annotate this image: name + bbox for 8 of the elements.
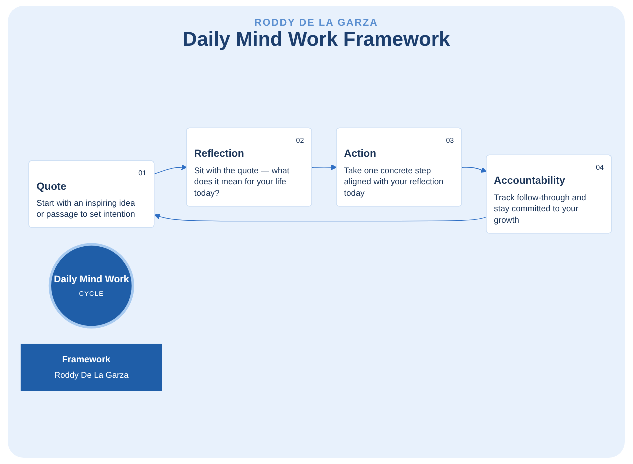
kicker-text: RODDY DE LA GARZA [254, 18, 378, 29]
diagram-title: Daily Mind Work Framework [182, 29, 450, 51]
node-circle [48, 242, 134, 328]
arrow [154, 164, 188, 174]
arrow [462, 166, 487, 172]
arrow [312, 164, 338, 170]
arrow [154, 213, 488, 222]
node-box [20, 344, 162, 391]
